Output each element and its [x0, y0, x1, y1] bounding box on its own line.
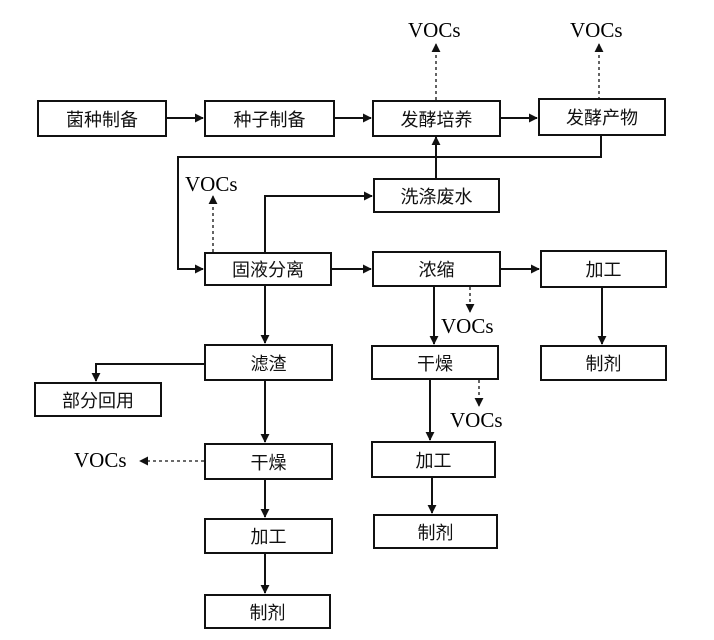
- node-formulation-mid: 制剂: [373, 514, 498, 549]
- node-formulation-right: 制剂: [540, 345, 667, 381]
- vocs-label-concentrate: VOCs: [441, 314, 494, 338]
- node-label: 浓缩: [418, 260, 455, 281]
- node-partial-reuse: 部分回用: [34, 382, 162, 417]
- node-dry-mid: 干燥: [371, 345, 499, 380]
- vocs-label-separation: VOCs: [185, 172, 238, 196]
- node-process-mid: 加工: [371, 441, 496, 478]
- node-label: 菌种制备: [66, 109, 138, 131]
- vocs-label-dry-left: VOCs: [74, 448, 127, 472]
- node-label: 制剂: [585, 354, 622, 375]
- vocs-label-dry-mid: VOCs: [450, 408, 503, 432]
- node-label: 干燥: [250, 452, 287, 474]
- node-seed-preparation: 种子制备: [204, 100, 335, 137]
- node-label: 加工: [585, 260, 622, 281]
- node-fermentation-product: 发酵产物: [538, 98, 666, 136]
- node-label: 加工: [415, 450, 452, 472]
- node-label: 滤渣: [250, 353, 287, 375]
- node-dry-left: 干燥: [204, 443, 333, 480]
- arrow-separation-to-wastewater: [264, 191, 373, 252]
- node-label: 干燥: [417, 353, 453, 375]
- node-process-left: 加工: [204, 518, 333, 554]
- node-label: 固液分离: [232, 260, 304, 281]
- node-fermentation: 发酵培养: [372, 100, 501, 137]
- node-formulation-left: 制剂: [204, 594, 331, 629]
- arrow-residue-to-reuse: [91, 363, 204, 382]
- arrow-product-to-separation: [177, 136, 602, 274]
- node-strain-preparation: 菌种制备: [37, 100, 167, 137]
- vocs-label-product: VOCs: [570, 18, 623, 42]
- node-process-right: 加工: [540, 250, 667, 288]
- node-label: 制剂: [417, 522, 454, 544]
- node-wash-wastewater: 洗涤废水: [373, 178, 500, 213]
- node-label: 洗涤废水: [400, 186, 473, 208]
- node-solid-liquid-separation: 固液分离: [204, 252, 332, 286]
- vocs-label-fermentation: VOCs: [408, 18, 461, 42]
- node-label: 加工: [250, 527, 287, 548]
- node-concentrate: 浓缩: [372, 251, 501, 287]
- node-label: 种子制备: [233, 109, 306, 131]
- node-label: 制剂: [249, 602, 286, 624]
- node-label: 发酵产物: [566, 108, 638, 129]
- node-filter-residue: 滤渣: [204, 344, 333, 381]
- node-label: 发酵培养: [400, 109, 473, 131]
- node-label: 部分回用: [62, 390, 134, 412]
